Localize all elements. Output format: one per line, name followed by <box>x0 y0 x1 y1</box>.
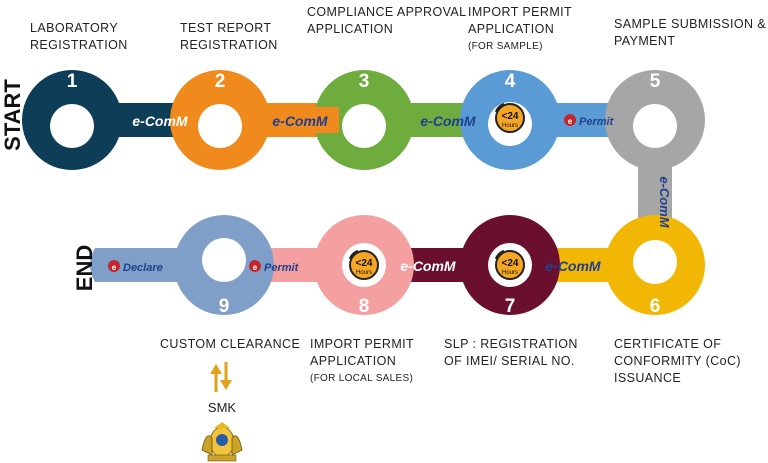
step-5-ring: 5 <box>605 70 705 170</box>
svg-text:e: e <box>568 117 573 126</box>
clock-icon-step-4: <24 Hours <box>494 102 525 133</box>
declare-badge: e Declare <box>108 260 163 274</box>
svg-text:<24: <24 <box>502 258 519 269</box>
clock-icon-step-7: <24 Hours <box>494 249 525 280</box>
permit-logo-icon <box>249 260 261 272</box>
svg-text:Hours: Hours <box>502 270 518 276</box>
start-label: START <box>0 79 25 151</box>
declare-label: Declare <box>123 262 163 274</box>
ecomm-label-6-7: e-ComM <box>545 258 601 274</box>
step-3-number: 3 <box>359 71 370 92</box>
step-3-label: COMPLIANCE APPROVAL APPLICATION <box>307 5 467 36</box>
step-1-label: LABORATORY REGISTRATION <box>30 21 128 52</box>
smk-label: SMK <box>208 400 237 415</box>
svg-text:<24: <24 <box>502 111 519 122</box>
step-9-ring: 9 <box>174 215 274 317</box>
end-label: END <box>72 245 97 291</box>
step-9-label: CUSTOM CLEARANCE <box>160 337 301 351</box>
exchange-arrows-icon <box>210 362 232 392</box>
svg-text:Hours: Hours <box>502 123 518 129</box>
svg-text:<24: <24 <box>356 258 373 269</box>
step-4-label: IMPORT PERMIT APPLICATION (FOR SAMPLE) <box>468 5 573 52</box>
ecomm-label-5-6: e-ComM <box>657 176 672 228</box>
step-5-label: SAMPLE SUBMISSION & PAYMENT <box>614 17 767 48</box>
permit-badge-4-5: e Permit <box>564 114 615 128</box>
customs-crest-icon <box>201 422 243 462</box>
svg-text:e: e <box>112 263 117 272</box>
connector-9-end <box>90 248 180 282</box>
step-2-ring: 2 <box>170 70 270 170</box>
permit-badge-8-9: e Permit <box>249 260 300 274</box>
svg-text:Hours: Hours <box>356 270 372 276</box>
svg-text:e: e <box>253 263 258 272</box>
step-3-ring: 3 <box>314 70 414 170</box>
ecomm-label-1-2: e-ComM <box>132 113 188 129</box>
step-6-label: CERTIFICATE OF CONFORMITY (CoC) ISSUANCE <box>614 337 741 385</box>
step-6-ring: 6 <box>605 215 705 317</box>
step-8-label: IMPORT PERMIT APPLICATION (FOR LOCAL SAL… <box>310 337 415 384</box>
step-1-ring: 1 <box>22 70 122 170</box>
step-7-number: 7 <box>505 296 516 317</box>
step-9-number: 9 <box>219 296 230 317</box>
step-4-number: 4 <box>505 71 516 92</box>
step-6-number: 6 <box>650 296 661 317</box>
declare-logo-icon <box>108 260 120 272</box>
step-8-number: 8 <box>359 296 370 317</box>
step-2-number: 2 <box>215 71 226 92</box>
step-2-label: TEST REPORT REGISTRATION <box>180 21 278 52</box>
permit-logo-icon <box>564 114 576 126</box>
step-1-number: 1 <box>67 71 78 92</box>
step-5-number: 5 <box>650 71 661 92</box>
step-7-label: SLP : REGISTRATION OF IMEI/ SERIAL NO. <box>444 337 578 368</box>
permit-label-8-9: Permit <box>264 262 300 274</box>
ecomm-label-3-4: e-ComM <box>420 113 476 129</box>
ecomm-label-7-8: e-ComM <box>400 258 456 274</box>
permit-label-4-5: Permit <box>579 116 615 128</box>
clock-icon-step-8: <24 Hours <box>348 249 379 280</box>
ecomm-label-2-3: e-ComM <box>272 113 328 129</box>
